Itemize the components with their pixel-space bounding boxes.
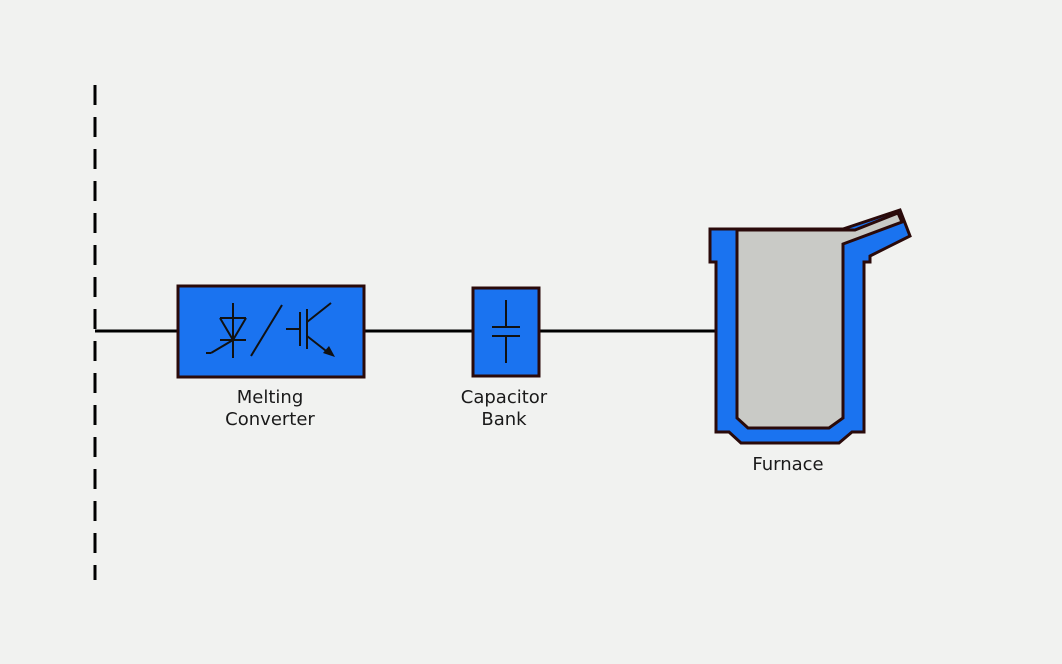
thyristor-igbt-icon xyxy=(206,302,332,358)
furnace-label-text: Furnace xyxy=(752,454,824,475)
melting-converter-label: Melting Converter xyxy=(190,387,350,431)
capacitor-bank-label-line2: Bank xyxy=(481,409,527,430)
furnace-label: Furnace xyxy=(728,454,848,476)
melting-converter-block[interactable] xyxy=(176,284,366,379)
capacitor-bank-label: Capacitor Bank xyxy=(434,387,574,431)
igbt-emitter-arrow xyxy=(323,346,335,357)
melting-converter-label-line2: Converter xyxy=(225,409,315,430)
capacitor-bank-block[interactable] xyxy=(471,286,541,378)
capacitor-icon xyxy=(492,300,520,363)
induction-furnace-icon[interactable] xyxy=(708,208,912,445)
furnace-melt xyxy=(735,211,905,430)
melting-converter-label-line1: Melting xyxy=(236,387,304,408)
capacitor-bank-label-line1: Capacitor xyxy=(460,387,548,408)
